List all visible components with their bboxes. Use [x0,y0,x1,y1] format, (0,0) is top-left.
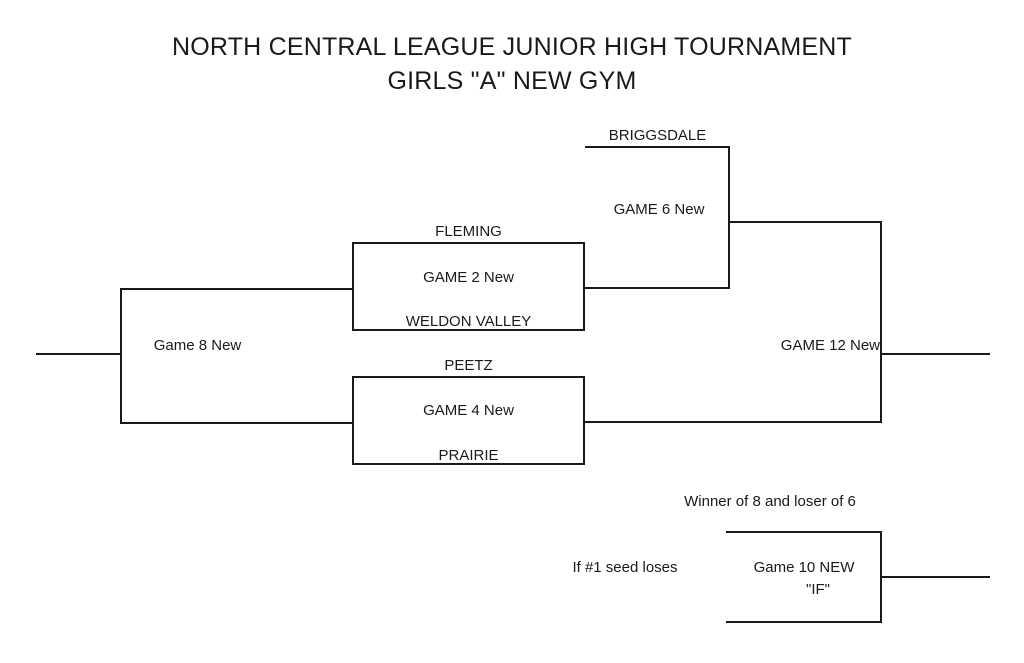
title-line-2: GIRLS "A" NEW GYM [387,67,637,95]
page-title: NORTH CENTRAL LEAGUE JUNIOR HIGH TOURNAM… [0,30,1024,98]
game10-label-line-2: "IF" [806,581,830,598]
game10-output-stub [880,576,990,578]
team-briggsdale-label: BRIGGSDALE [608,127,707,144]
game2-label: GAME 2 New [423,269,514,286]
team-fleming-label: FLEMING [435,223,502,240]
game8-bottom-arm [120,422,353,424]
game2-box [352,242,585,331]
game8-top-arm [120,288,353,290]
game12-bottom-arm [585,421,882,423]
game8-vertical-spine [120,288,122,423]
game4-box [352,376,585,465]
game8-label: Game 8 New [153,337,242,354]
if-seed-loses-note: If #1 seed loses [572,559,678,576]
game4-label: GAME 4 New [423,402,514,419]
game6-bottom-arm [585,287,730,289]
game6-label: GAME 6 New [613,201,705,218]
team-peetz-label: PEETZ [444,357,493,374]
game10-top-arm [726,531,882,533]
game6-vertical-spine [728,146,730,288]
winner-of-8-note: Winner of 8 and loser of 6 [684,493,856,510]
team-prairie-label: PRAIRIE [438,447,499,464]
game10-label-line-1: Game 10 NEW [753,559,855,576]
game8-input-stub [36,353,122,355]
game12-top-arm [728,221,882,223]
title-line-1: NORTH CENTRAL LEAGUE JUNIOR HIGH TOURNAM… [172,33,852,61]
game12-label: GAME 12 New [780,337,880,354]
team-weldon-valley-label: WELDON VALLEY [405,313,532,330]
game12-vertical-spine [880,221,882,421]
game12-output-stub [880,353,990,355]
game10-bottom-arm [726,621,882,623]
game6-top-arm [585,146,730,148]
